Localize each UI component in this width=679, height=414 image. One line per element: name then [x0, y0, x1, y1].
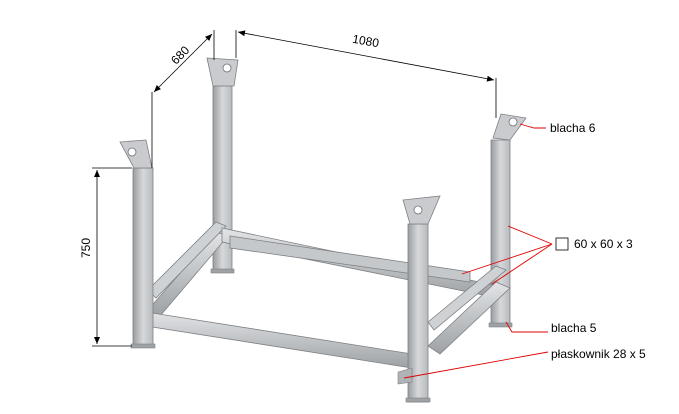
callout-plate-bottom: blacha 5 — [551, 321, 597, 335]
leader-lines — [403, 123, 553, 379]
beam-front — [145, 311, 413, 369]
dimension-depth-label: 680 — [168, 43, 192, 67]
flat-bar-detail — [397, 367, 413, 385]
callout-profile: 60 x 60 x 3 — [574, 237, 633, 251]
callout-flat-bar: płaskownik 28 x 5 — [551, 347, 646, 361]
beam-right-side — [427, 281, 511, 355]
dimension-width-label: 1080 — [351, 32, 380, 50]
callout-plate-top: blacha 6 — [550, 121, 596, 135]
foot-plate-front-left — [130, 343, 156, 349]
foot-plate-front-right — [405, 397, 431, 403]
foot-plate-back-left — [210, 268, 235, 274]
post-front-left — [119, 139, 154, 347]
beam-inner-cross — [229, 235, 471, 283]
dimension-lines — [92, 30, 497, 347]
beam-left-side-lower — [147, 231, 229, 317]
post-front-right — [402, 195, 441, 403]
beam-right-side-upper — [427, 265, 507, 331]
stand-frame — [119, 57, 527, 403]
foot-plate-back-right — [488, 322, 513, 328]
dimension-height-label: 750 — [79, 238, 93, 258]
profile-square-symbol — [555, 237, 569, 251]
